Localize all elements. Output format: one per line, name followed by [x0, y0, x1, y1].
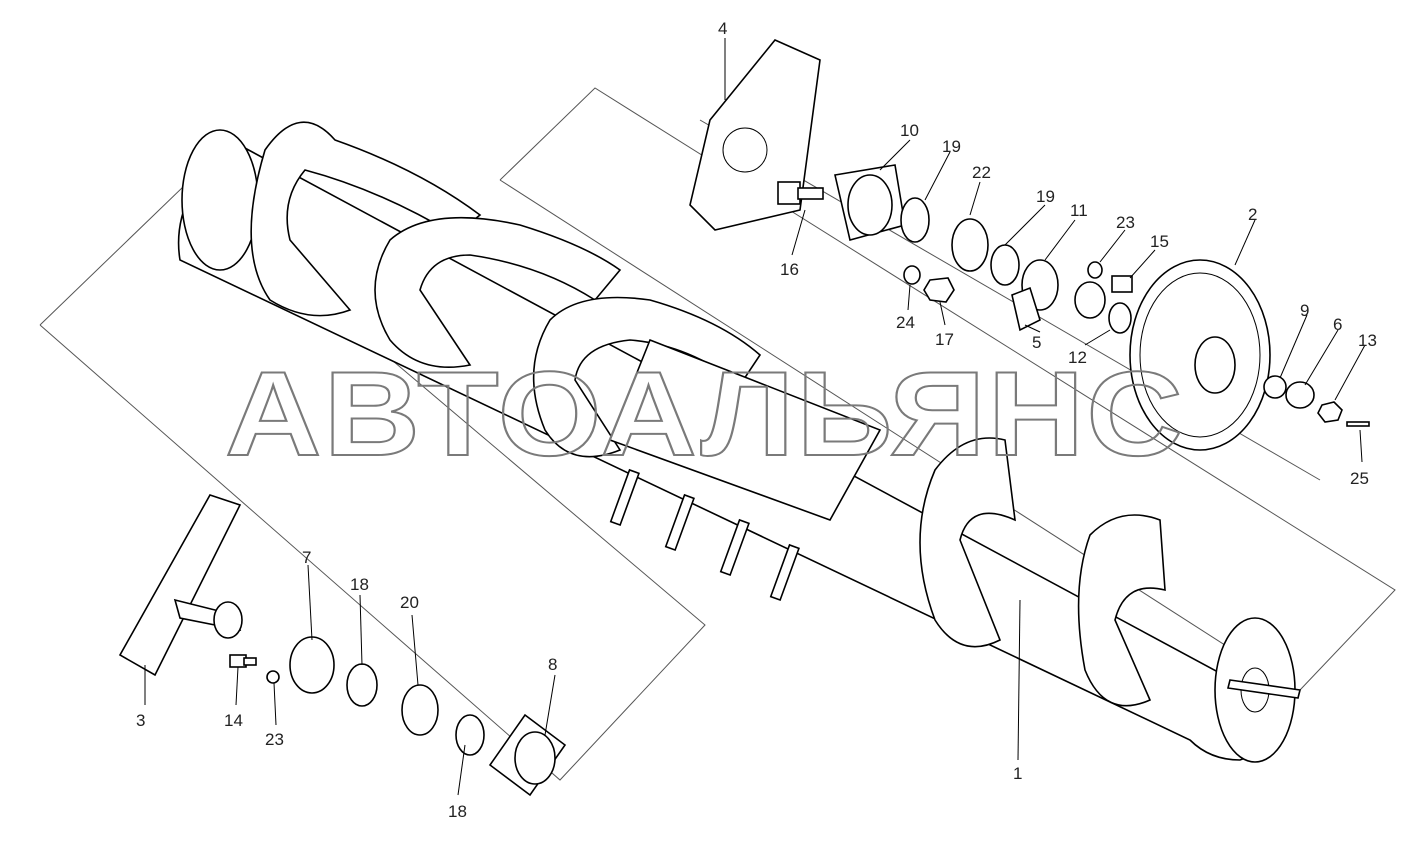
callout-22: 22	[972, 163, 991, 182]
sprocket-2	[1129, 259, 1271, 451]
callout-19-b: 19	[1036, 187, 1055, 206]
watermark-text: АВТОАЛЬЯНС	[225, 347, 1185, 481]
callout-5: 5	[1032, 333, 1041, 352]
callout-1: 1	[1013, 764, 1022, 783]
callout-25: 25	[1350, 469, 1369, 488]
callout-4: 4	[718, 19, 727, 38]
callout-7: 7	[302, 548, 311, 567]
callout-13: 13	[1358, 331, 1377, 350]
bracket-3	[118, 494, 243, 677]
callout-2: 2	[1248, 205, 1257, 224]
callout-8: 8	[548, 655, 557, 674]
nuts-24-17	[903, 265, 955, 303]
access-panel	[608, 338, 882, 521]
callout-16: 16	[780, 260, 799, 279]
callout-23-a: 23	[1116, 213, 1135, 232]
callout-17: 17	[935, 330, 954, 349]
callout-12: 12	[1068, 348, 1087, 367]
leader-lines	[144, 38, 1366, 796]
callout-15: 15	[1150, 232, 1169, 251]
callout-9: 9	[1300, 301, 1309, 320]
callout-20: 20	[400, 593, 419, 612]
callout-10: 10	[900, 121, 919, 140]
bearing-housing-10	[834, 164, 906, 241]
callout-labels: 4 10 19 22 19 11 23 15 2 16 24 17 5 12 9…	[136, 19, 1377, 821]
callout-3: 3	[136, 711, 145, 730]
auger-flights	[250, 121, 1166, 707]
callout-19-a: 19	[942, 137, 961, 156]
washer-23-bolt-15	[1087, 261, 1133, 293]
left-bearing-stack	[289, 636, 567, 797]
callout-18-a: 18	[350, 575, 369, 594]
bolt-16	[777, 181, 824, 205]
callout-14: 14	[224, 711, 243, 730]
washers-9-6-nut-13-pin-25	[1263, 375, 1370, 427]
callout-18-b: 18	[448, 802, 467, 821]
callout-24: 24	[896, 313, 915, 332]
callout-11: 11	[1070, 201, 1088, 220]
callout-6: 6	[1333, 315, 1342, 334]
bushing-5-ring-12	[1011, 281, 1132, 334]
callout-23-b: 23	[265, 730, 284, 749]
rings-19-22-19	[900, 197, 1020, 286]
finger-tines	[609, 468, 800, 602]
